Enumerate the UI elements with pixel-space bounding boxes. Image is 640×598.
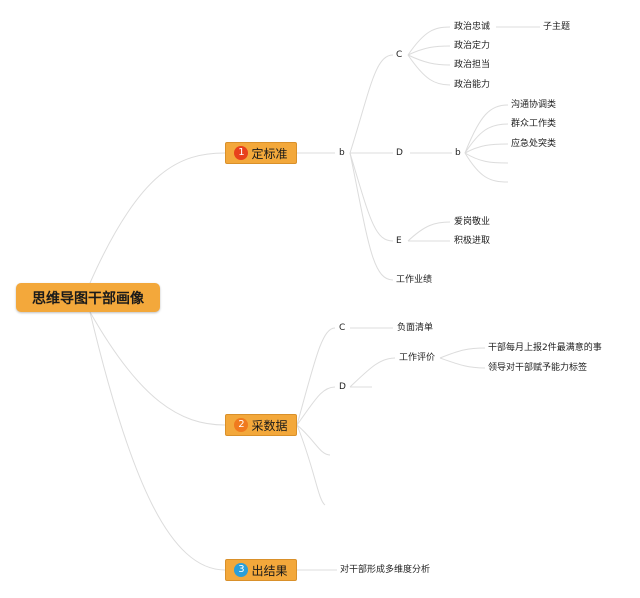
topic-b2-c-1[interactable]: 负面清单	[397, 323, 434, 333]
branch-node-1[interactable]: 1 定标准	[225, 142, 297, 164]
topic-c-1-sub[interactable]: 子主题	[543, 22, 571, 32]
topic-e-2[interactable]: 积极进取	[454, 236, 491, 246]
topic-d-b-2[interactable]: 群众工作类	[511, 119, 557, 129]
topic-eval-1[interactable]: 干部每月上报2件最满意的事	[488, 343, 602, 353]
branch-label-3: 出结果	[251, 563, 288, 578]
topic-e-1[interactable]: 爱岗敬业	[454, 217, 491, 227]
link-root-b2	[89, 311, 226, 426]
link-c-1	[407, 26, 451, 56]
link-c-3	[407, 54, 451, 66]
topic-b3-1[interactable]: 对干部形成多维度分析	[340, 565, 431, 575]
branch-label-1: 定标准	[251, 146, 288, 161]
link-b-e	[349, 152, 394, 242]
link-c-2	[407, 45, 451, 56]
number-badge-3: 3	[234, 563, 249, 577]
root-node[interactable]: 思维导图干部画像	[16, 283, 160, 312]
link-eval-1	[439, 347, 486, 359]
topic-d-b-3[interactable]: 应急处突类	[511, 139, 557, 149]
link-db-2	[464, 123, 509, 154]
topic-b2-c[interactable]: C	[339, 323, 346, 333]
branch-label-2: 采数据	[251, 418, 288, 433]
link-db-4	[464, 152, 509, 164]
topic-c-1[interactable]: 政治忠诚	[454, 22, 491, 32]
link-b2-c	[296, 327, 336, 426]
topic-d-b[interactable]: b	[455, 148, 461, 158]
topic-c-2[interactable]: 政治定力	[454, 41, 491, 51]
number-badge-2: 2	[234, 418, 249, 432]
link-db-1	[464, 104, 509, 154]
link-db-5	[464, 152, 509, 183]
link-db-3	[464, 143, 509, 154]
topic-c-4[interactable]: 政治能力	[454, 80, 491, 90]
topic-b1-d[interactable]: D	[396, 148, 403, 158]
link-b-c	[349, 54, 394, 154]
topic-b2-d[interactable]: D	[339, 382, 346, 392]
link-b2d-eval	[349, 357, 396, 388]
topic-b1-e[interactable]: E	[396, 236, 402, 246]
topic-b2-d-eval[interactable]: 工作评价	[399, 353, 436, 363]
link-eval-2	[439, 357, 486, 369]
link-e-1	[407, 221, 451, 242]
link-b-work	[349, 152, 394, 281]
link-b2-4	[296, 424, 326, 506]
number-badge-1: 1	[234, 146, 249, 160]
link-b2-d	[296, 386, 336, 426]
topic-b1-work[interactable]: 工作业绩	[396, 275, 433, 285]
link-root-b3	[89, 311, 226, 571]
topic-b1-b[interactable]: b	[339, 148, 345, 158]
topic-c-3[interactable]: 政治担当	[454, 60, 491, 70]
topic-d-b-1[interactable]: 沟通协调类	[511, 100, 557, 110]
topic-eval-2[interactable]: 领导对干部赋予能力标签	[488, 363, 588, 373]
root-label: 思维导图干部画像	[32, 290, 144, 307]
branch-node-2[interactable]: 2 采数据	[225, 414, 297, 436]
link-root-b1	[89, 152, 226, 284]
branch-node-3[interactable]: 3 出结果	[225, 559, 297, 581]
link-b2-3	[296, 424, 331, 456]
topic-b1-c[interactable]: C	[396, 50, 403, 60]
link-c-4	[407, 54, 451, 86]
